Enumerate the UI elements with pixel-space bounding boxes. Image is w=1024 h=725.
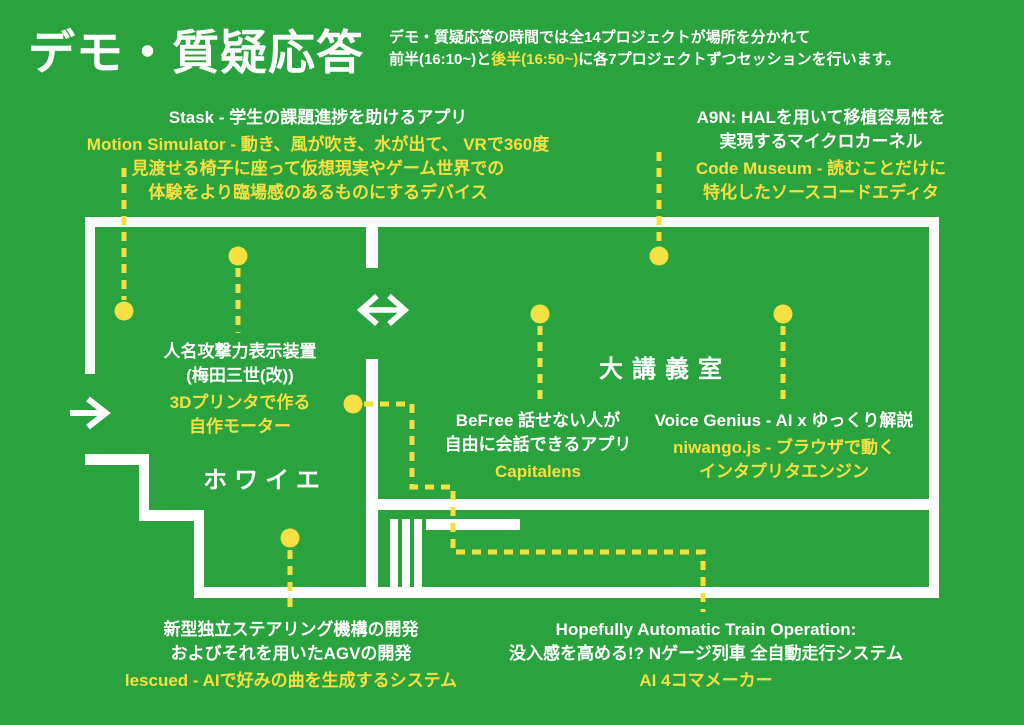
- marker-dots: [114, 246, 793, 548]
- project-yellow-group: AI 4コマメーカー: [509, 669, 903, 693]
- project-line: niwango.js - ブラウザで動く: [673, 438, 895, 457]
- wall-interior-horizontal: [378, 499, 929, 510]
- dot-lecture-right: [773, 304, 793, 324]
- project-yellow-group: Capitalens: [445, 460, 632, 484]
- project-line: Capitalens: [495, 462, 581, 481]
- project-line: AI 4コマメーカー: [639, 671, 773, 690]
- room-label-lecture-hall: 大講義室: [599, 356, 731, 383]
- project-line: Stask - 学生の課題進捗を助けるアプリ: [168, 108, 468, 127]
- project-line: 特化したソースコードエディタ: [703, 183, 939, 202]
- project-line: およびそれを用いたAGVの開発: [170, 644, 412, 663]
- project-line: 3Dプリンタで作る: [169, 393, 311, 412]
- project-label-bottom-right: Hopefully Automatic Train Operation: 没入感…: [509, 618, 903, 693]
- dot-bottom-left: [280, 528, 300, 548]
- project-line: 自由に会話できるアプリ: [444, 435, 632, 454]
- wall-foyer-step-c: [139, 510, 204, 521]
- description-line-2-pre: 前半(16:10~)と: [389, 51, 492, 68]
- description-line-1: デモ・質疑応答の時間では全14プロジェクトが場所を分かれて: [389, 29, 811, 46]
- wall-middle-upper: [366, 217, 378, 268]
- leader-bottom-right: [364, 401, 706, 612]
- project-line: インタプリタエンジン: [698, 462, 869, 481]
- stairs-bar-3: [414, 519, 422, 587]
- wall-bottom: [194, 587, 939, 598]
- project-line: 見渡せる椅子に座って仮想現実やゲーム世界での: [131, 159, 505, 178]
- project-yellow-group: Code Museum - 読むことだけに 特化したソースコードエディタ: [696, 157, 946, 205]
- project-line: 体験をより臨場感のあるものにするデバイス: [148, 183, 488, 202]
- room-label-foyer: ホワイエ: [203, 467, 327, 494]
- wall-foyer-step-b: [139, 454, 149, 521]
- wall-top: [85, 217, 939, 227]
- arrows: [70, 293, 410, 430]
- dot-lecture-left: [530, 304, 550, 324]
- project-line: 没入感を高める!? Nゲージ列車 全自動走行システム: [509, 644, 903, 663]
- project-line: Motion Simulator - 動き、風が吹き、水が出て、 VRで360度: [86, 135, 550, 154]
- project-yellow-group: 3Dプリンタで作る 自作モーター: [164, 391, 317, 439]
- project-label-foyer: 人名攻撃力表示装置 (梅田三世(改)) 3Dプリンタで作る 自作モーター: [164, 340, 317, 439]
- wall-middle-lower: [366, 359, 378, 587]
- description-line-2: 前半(16:10~)と後半(16:50~)に各7プロジェクトずつセッションを行い…: [389, 49, 900, 71]
- wall-right: [929, 217, 939, 598]
- dot-bottom-right: [343, 394, 363, 414]
- project-line: Voice Genius - AI x ゆっくり解説: [654, 411, 914, 430]
- project-line: 新型独立ステアリング機構の開発: [163, 620, 419, 639]
- project-label-lecture-right: Voice Genius - AI x ゆっくり解説 niwango.js - …: [655, 409, 914, 484]
- walls: [85, 217, 939, 598]
- project-label-bottom-left: 新型独立ステアリング機構の開発 およびそれを用いたAGVの開発 lescued …: [125, 618, 457, 693]
- description-line-2-post: に各7プロジェクトずつセッションを行います。: [578, 51, 901, 68]
- door-arrow-icon: [356, 293, 410, 327]
- project-line: BeFree 話せない人が: [455, 411, 621, 430]
- project-line: Hopefully Automatic Train Operation:: [555, 620, 857, 639]
- wall-foyer-step-d: [194, 510, 204, 598]
- project-yellow-group: lescued - AIで好みの曲を生成するシステム: [125, 669, 457, 693]
- dot-top-right: [649, 246, 669, 266]
- page-title: デモ・質疑応答: [28, 26, 364, 79]
- stairs-bar-1: [390, 519, 398, 587]
- stairs-bar-2: [402, 519, 410, 587]
- dot-top-left: [114, 301, 134, 321]
- entrance-arrow-icon: [70, 396, 111, 430]
- project-yellow-group: Motion Simulator - 動き、風が吹き、水が出て、 VRで360度…: [87, 133, 549, 205]
- wall-left: [85, 217, 95, 374]
- project-yellow-group: niwango.js - ブラウザで動く インタプリタエンジン: [655, 436, 914, 484]
- project-line: Code Museum - 読むことだけに: [695, 159, 947, 178]
- project-label-lecture-left: BeFree 話せない人が 自由に会話できるアプリ Capitalens: [445, 409, 632, 484]
- wall-foyer-step-a: [85, 454, 149, 465]
- project-line: A9N: HALを用いて移植容易性を: [696, 108, 946, 127]
- dot-foyer-project: [228, 246, 248, 266]
- project-label-top-right: A9N: HALを用いて移植容易性を 実現するマイクロカーネル Code Mus…: [696, 106, 946, 205]
- project-label-top-left: Stask - 学生の課題進捗を助けるアプリ Motion Simulator …: [87, 106, 549, 205]
- project-line: 人名攻撃力表示装置: [163, 342, 317, 361]
- stairs-landing: [426, 519, 520, 530]
- description-line-2-highlight: 後半(16:50~): [491, 51, 579, 68]
- project-line: 実現するマイクロカーネル: [719, 132, 923, 151]
- project-line: (梅田三世(改)): [186, 366, 294, 385]
- leader-lines: [121, 152, 786, 614]
- project-line: 自作モーター: [189, 417, 291, 436]
- project-line: lescued - AIで好みの曲を生成するシステム: [124, 671, 458, 690]
- header-description: デモ・質疑応答の時間では全14プロジェクトが場所を分かれて 前半(16:10~)…: [389, 27, 900, 71]
